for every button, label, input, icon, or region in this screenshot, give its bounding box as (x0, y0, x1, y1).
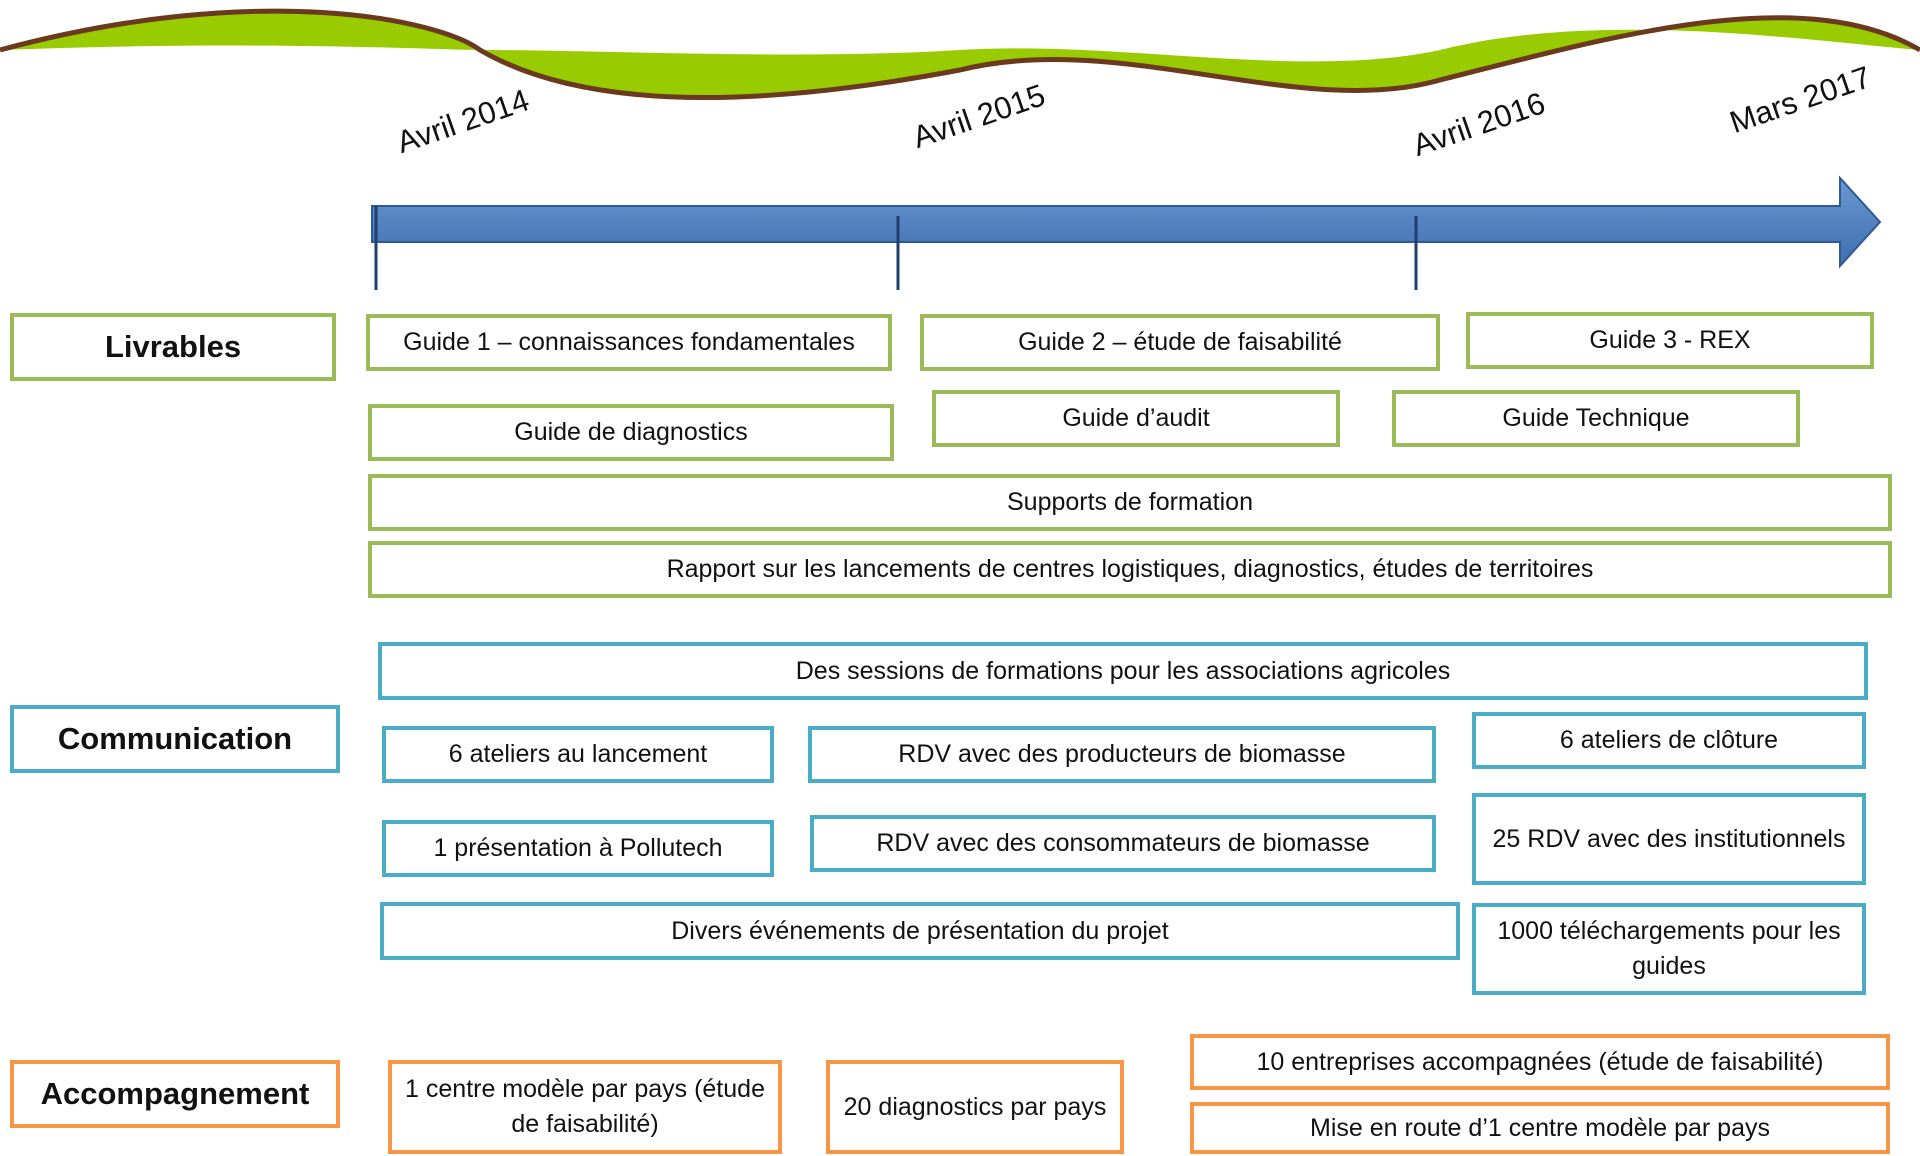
livrable-guide-2: Guide 2 – étude de faisabilité (920, 314, 1440, 371)
livrable-guide-technique: Guide Technique (1392, 390, 1800, 447)
livrable-guide-audit: Guide d’audit (932, 390, 1340, 447)
category-communication: Communication (10, 705, 340, 773)
comm-divers-evenements: Divers événements de présentation du pro… (380, 902, 1460, 960)
comm-rdv-producteurs: RDV avec des producteurs de biomasse (808, 726, 1436, 783)
livrable-supports-formation: Supports de formation (368, 474, 1892, 531)
comm-sessions-formation: Des sessions de formations pour les asso… (378, 642, 1868, 700)
acc-centre-modele: 1 centre modèle par pays (étude de faisa… (388, 1060, 782, 1154)
livrable-rapport: Rapport sur les lancements de centres lo… (368, 541, 1892, 598)
comm-telechargements: 1000 téléchargements pour les guides (1472, 903, 1866, 995)
acc-mise-en-route: Mise en route d’1 centre modèle par pays (1190, 1102, 1890, 1154)
wave-banner (0, 0, 1920, 100)
timeline-arrow (371, 175, 1882, 290)
comm-rdv-consommateurs: RDV avec des consommateurs de biomasse (810, 815, 1436, 872)
comm-presentation-pollutech: 1 présentation à Pollutech (382, 820, 774, 877)
acc-diagnostics: 20 diagnostics par pays (826, 1060, 1124, 1154)
comm-rdv-institutionnels: 25 RDV avec des institutionnels (1472, 793, 1866, 885)
livrable-guide-1: Guide 1 – connaissances fondamentales (366, 314, 892, 371)
category-livrables: Livrables (10, 313, 336, 381)
livrable-guide-3: Guide 3 - REX (1466, 312, 1874, 369)
comm-ateliers-lancement: 6 ateliers au lancement (382, 726, 774, 783)
comm-ateliers-cloture: 6 ateliers de clôture (1472, 712, 1866, 769)
acc-entreprises: 10 entreprises accompagnées (étude de fa… (1190, 1034, 1890, 1090)
livrable-guide-diagnostics: Guide de diagnostics (368, 404, 894, 461)
category-accompagnement: Accompagnement (10, 1060, 340, 1128)
